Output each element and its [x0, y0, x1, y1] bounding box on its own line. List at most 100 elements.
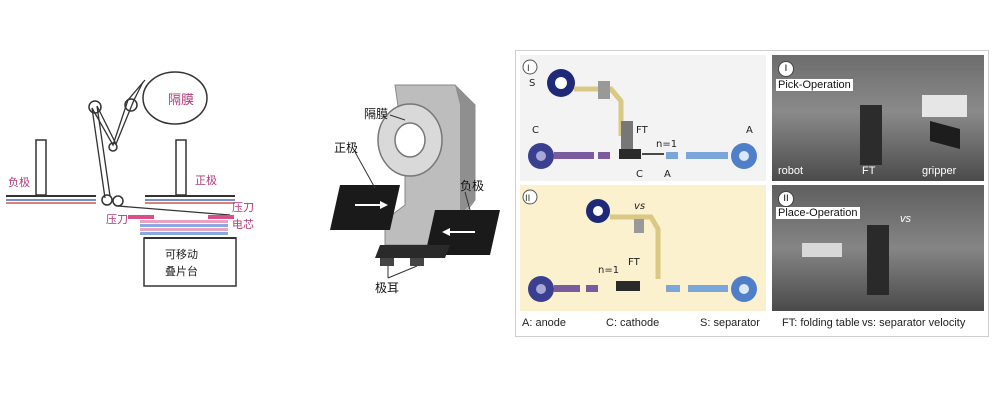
positive-sheet [330, 185, 400, 230]
folding-table-i [619, 149, 641, 159]
photo-i-badge: I [778, 61, 794, 77]
separator-label: 隔膜 [168, 93, 194, 108]
photo-place-operation: II Place-Operation vs [772, 185, 984, 311]
separator-web-ii [610, 214, 661, 279]
panel-i-badge [522, 59, 538, 75]
anode-roll-i-core [739, 151, 749, 161]
stacking-table [143, 237, 237, 287]
cathode-roll-ii-core [536, 284, 546, 294]
cathode-strip-i [554, 152, 594, 159]
negative-arrow-head [442, 228, 450, 236]
negative-label: 负极 [8, 175, 30, 189]
tab-leader-2 [387, 265, 418, 279]
panel-ii-numeral: II [525, 194, 530, 204]
separator-leader [389, 114, 406, 121]
panel-ii-ft-label: FT [628, 257, 641, 268]
cathode-sheet-i [598, 152, 610, 159]
cathode-strip-ii [554, 285, 580, 292]
cell-layer-4 [140, 232, 228, 235]
roller-bottom-right [112, 195, 124, 207]
cell-layer-2 [140, 224, 228, 227]
caption-velocity: vs: separator velocity [862, 317, 966, 329]
press-knife-right-label: 压刀 [232, 201, 254, 214]
negative-holder-post [35, 139, 47, 196]
anode-strip-ii [688, 285, 728, 292]
cell-layer-3 [140, 228, 228, 231]
photo-pick-operation: I Pick-Operation robot FT gripper [772, 55, 984, 181]
tab-label: 极耳 [375, 281, 399, 295]
table-label-line2: 叠片台 [165, 264, 198, 278]
panel-i-n-label: n=1 [656, 139, 677, 150]
positive-arrow-head [380, 201, 388, 209]
z-stacking-diagram: 隔膜 负极 正极 压刀 压刀 电芯 可移动 [0, 60, 300, 320]
panel-i-numeral: I [527, 64, 530, 74]
photo-pick-panel [922, 95, 967, 117]
negative-leader [464, 191, 471, 211]
separator-band-shadow [455, 85, 475, 215]
roller-bottom-left [101, 194, 113, 206]
positive-holder-post [175, 139, 187, 196]
panel-i-a-small: A [664, 169, 671, 180]
figure-caption: A: anode C: cathode S: separator FT: fol… [516, 313, 988, 335]
cell-layer-1 [140, 220, 228, 223]
ft-post-i [621, 121, 633, 151]
gripper-i [598, 81, 610, 99]
negative-label: 负极 [460, 179, 484, 193]
positive-label: 正极 [195, 173, 217, 187]
caption-cathode: C: cathode [606, 317, 660, 329]
z-folding-figure: I S FT n=1 C A C A II vs n=1 FT [515, 50, 989, 337]
separator-path [91, 79, 146, 199]
table-label-line1: 可移动 [165, 248, 198, 261]
panel-i-s-label: S [529, 78, 535, 89]
pick-operation-title: Pick-Operation [776, 79, 853, 91]
anode-roll-ii-core [739, 284, 749, 294]
cathode-roll-i-core [536, 151, 546, 161]
folding-table-ii [616, 281, 640, 291]
separator-web-i [574, 86, 624, 136]
separator-path-2 [96, 81, 144, 197]
panel-ii-n-label: n=1 [598, 265, 619, 276]
roll-core [394, 122, 426, 158]
caption-separator: S: separator [700, 317, 760, 329]
tab-2 [410, 258, 424, 266]
robot-label: robot [778, 165, 804, 177]
panel-i-a-label: A [746, 125, 753, 136]
press-knife-left-label: 压刀 [106, 213, 128, 226]
photo-pick-ft [860, 105, 882, 165]
panel-i-ft-label: FT [636, 125, 649, 136]
separator-roll-i-core [555, 77, 567, 89]
z-folding-svg: I S FT n=1 C A C A II vs n=1 FT [520, 55, 766, 311]
place-operation-title: Place-Operation [776, 207, 860, 219]
z-stacking-svg: 隔膜 负极 正极 压刀 压刀 电芯 可移动 [6, 71, 254, 287]
folding-diagram: 隔膜 正极 负极 极耳 [300, 60, 515, 320]
positive-leader [354, 151, 376, 189]
separator-to-stack [117, 205, 231, 216]
gripper-ii [634, 219, 644, 233]
positive-label: 正极 [334, 141, 358, 155]
caption-folding-table: FT: folding table [782, 317, 860, 329]
panel-i-c-label: C [532, 125, 539, 136]
anode-sheet-i [666, 152, 678, 159]
roller-top-right [124, 98, 138, 112]
separator-roll-ii-core [593, 206, 603, 216]
cell-label: 电芯 [232, 217, 254, 231]
separator-roll [142, 71, 208, 125]
gripper-label: gripper [922, 165, 957, 177]
photo-place-ft [867, 225, 889, 295]
press-knife-left [128, 215, 154, 219]
ft-label-photo: FT [862, 165, 876, 177]
separator-label: 隔膜 [364, 107, 388, 121]
stack-base [375, 245, 450, 258]
photo-place-sheet [802, 243, 842, 257]
press-knife-right [208, 215, 234, 219]
anode-strip-i [686, 152, 728, 159]
cathode-sheet-ii [586, 285, 598, 292]
tab-1 [380, 258, 394, 266]
panel-ii-badge [522, 189, 538, 205]
panel-i-c-small: C [636, 169, 643, 180]
anode-sheet-ii [666, 285, 680, 292]
caption-anode: A: anode [522, 317, 567, 329]
photo-ii-badge: II [778, 191, 794, 207]
folding-svg: 隔膜 正极 负极 极耳 [330, 84, 500, 295]
photo-vs-label: vs [900, 213, 911, 225]
